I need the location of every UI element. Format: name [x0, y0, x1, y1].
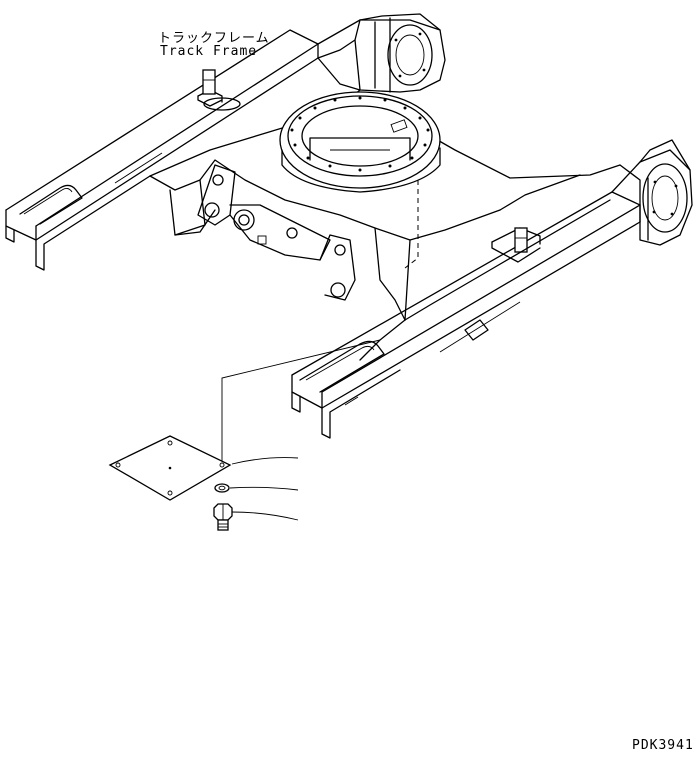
hidden-line [404, 180, 419, 269]
washer [214, 483, 230, 493]
right-rear-housing [611, 139, 693, 246]
track-frame-label-en: Track Frame [160, 44, 258, 59]
swing-circle [279, 91, 441, 193]
bolt [213, 503, 233, 531]
left-side-beam [5, 29, 319, 271]
track-frame-label-jp: トラックフレーム [158, 31, 270, 46]
blade-brackets [197, 164, 356, 301]
cover-plate [108, 435, 232, 501]
left-rear-housing [317, 13, 446, 116]
figure-code: PDK3941 [632, 738, 694, 753]
right-side-beam [291, 191, 641, 439]
leader-lines [221, 339, 381, 521]
